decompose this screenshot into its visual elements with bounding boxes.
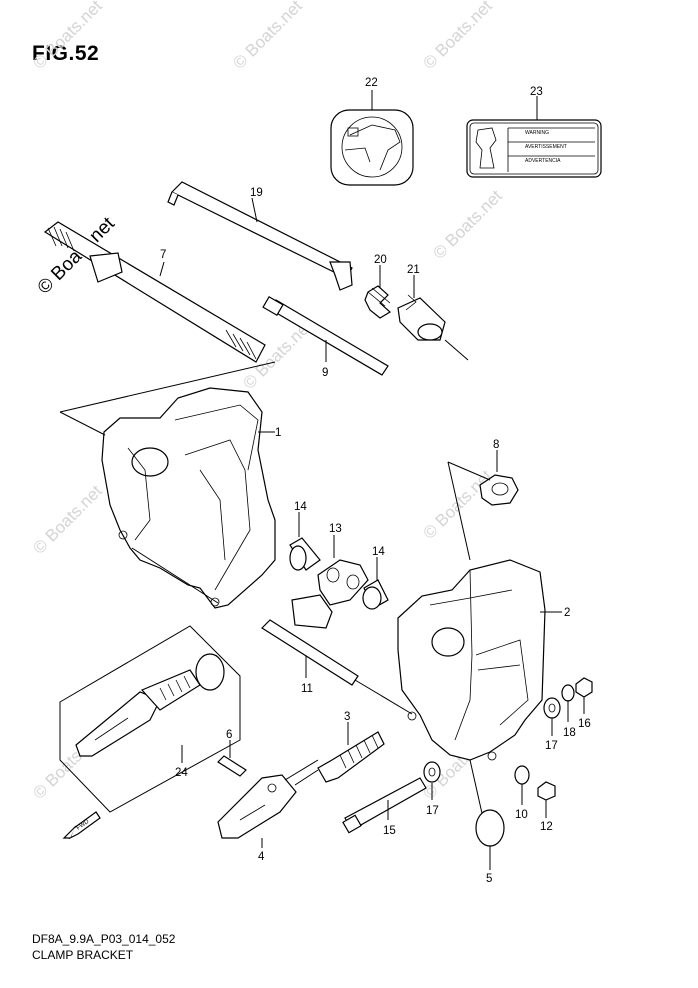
- callout-18: 18: [563, 727, 576, 739]
- callout-3: 3: [344, 711, 350, 723]
- callout-1: 1: [275, 427, 281, 439]
- part-21-spring: [364, 265, 392, 319]
- part-4-pad: [217, 759, 319, 848]
- part-12-nut: [537, 781, 556, 818]
- part-19-rod: [167, 181, 353, 291]
- callout-21: 21: [407, 264, 420, 276]
- part-3-screw: [317, 722, 385, 783]
- callout-9: 9: [322, 367, 328, 379]
- part-16-nut: [575, 677, 593, 714]
- part-7-stud: [43, 221, 276, 413]
- watermark-text: © Boats.net: [29, 0, 106, 73]
- callout-23: 23: [530, 86, 543, 98]
- callout-24: 24: [175, 767, 188, 779]
- diagram-name: CLAMP BRACKET: [32, 948, 134, 962]
- callout-14b: 14: [372, 546, 385, 558]
- callout-2: 2: [564, 607, 570, 619]
- part-14-bushing: [289, 512, 321, 571]
- watermark-text: © Boats.net: [29, 481, 106, 558]
- diagram-code: DF8A_9.9A_P03_014_052: [32, 932, 176, 946]
- callout-17b: 17: [545, 740, 558, 752]
- callout-22: 22: [365, 77, 378, 89]
- part-17-washer: [423, 761, 441, 800]
- callout-8: 8: [493, 439, 499, 451]
- part-10-washer: [514, 765, 530, 805]
- part-24-screw-assembly: [59, 625, 241, 813]
- callout-17a: 17: [426, 805, 439, 817]
- callout-13: 13: [329, 523, 342, 535]
- callout-16: 16: [578, 718, 591, 730]
- callout-4: 4: [258, 851, 265, 863]
- part-11-pin: [261, 619, 413, 715]
- callout-5: 5: [486, 873, 492, 885]
- part-1-clamp-bracket: [59, 387, 276, 609]
- callout-19: 19: [250, 187, 263, 199]
- warning-line: AVERTISSEMENT: [525, 144, 567, 150]
- warning-line: WARNING: [525, 130, 549, 136]
- part-23-warning-label: WARNING AVERTISSEMENT ADVERTENCIA: [466, 96, 602, 178]
- warning-line: ADVERTENCIA: [525, 158, 561, 164]
- part-17-washer: [543, 697, 561, 736]
- forward-arrow-icon: FWD: [62, 811, 101, 840]
- callout-20: 20: [374, 254, 387, 266]
- part-2-clamp-bracket: [397, 461, 562, 841]
- watermark-text: © Boats.net: [229, 0, 306, 73]
- part-13-plate: [291, 535, 369, 629]
- part-9-bolt: [262, 295, 389, 376]
- figure-title: FIG.52: [32, 42, 100, 65]
- callout-10: 10: [515, 809, 528, 821]
- callout-12: 12: [540, 821, 553, 833]
- callout-7: 7: [160, 249, 166, 261]
- callout-labels: 1 2 3 4 5 6 7 8 9 10 11 12 13 14 14 15 1…: [160, 77, 591, 885]
- watermark-text: © Boats.net: [419, 0, 496, 73]
- callout-11: 11: [301, 683, 313, 695]
- callout-14a: 14: [294, 501, 307, 513]
- part-6-pin: [217, 740, 247, 777]
- part-14-bushing: [362, 557, 389, 610]
- watermark-text: © Boats.net: [429, 186, 506, 263]
- part-15-bolt: [342, 777, 427, 834]
- part-20-plunger: [397, 275, 469, 361]
- callout-15: 15: [383, 825, 396, 837]
- callout-6: 6: [226, 729, 232, 741]
- part-18-washer: [561, 684, 575, 722]
- part-8-nut: [447, 450, 519, 506]
- part-5-cap: [475, 809, 505, 870]
- part-22-decal: [330, 90, 414, 186]
